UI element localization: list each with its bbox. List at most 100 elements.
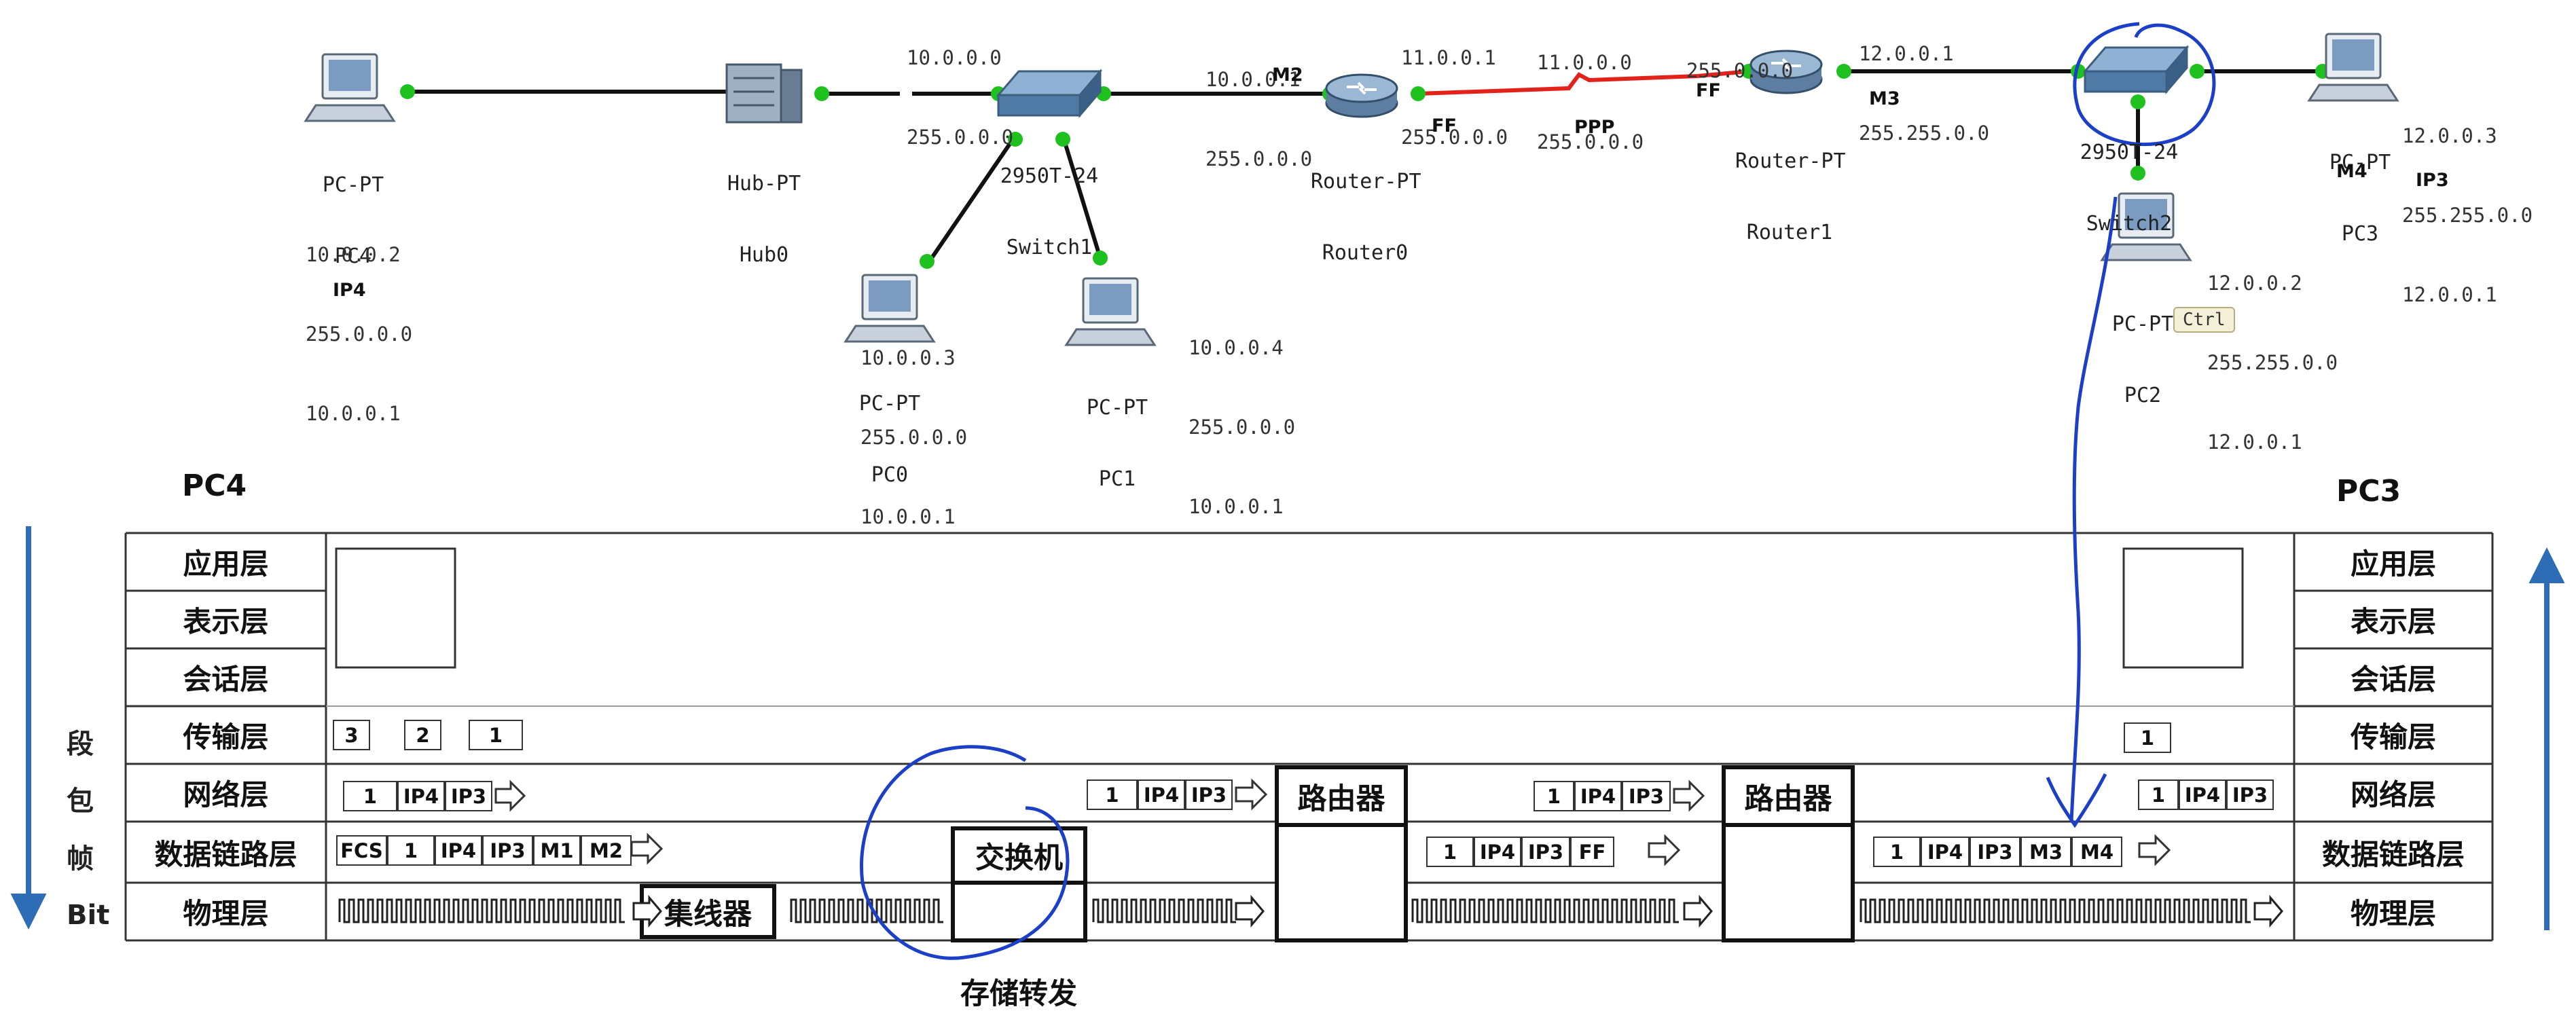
pc0-mask: 255.0.0.0	[860, 426, 968, 449]
pc3-type: PC-PT	[2329, 151, 2391, 175]
pc1-type: PC-PT	[1086, 396, 1148, 420]
segment-2: 2	[404, 720, 441, 750]
packet-field: IP3	[1185, 779, 1233, 810]
layer-transport-right: 传输层	[2350, 720, 2436, 754]
net-top-ip: 10.0.0.0	[907, 46, 1002, 69]
frame-field: FF	[1570, 837, 1614, 867]
packet-field: IP3	[2226, 779, 2274, 810]
packet-field: IP4	[397, 781, 445, 811]
pdu-unit-frame: 帧	[67, 843, 94, 875]
pc3-address: 12.0.0.3 255.255.0.0 12.0.0.1	[2402, 70, 2533, 335]
m4-tag: M4	[2336, 161, 2368, 182]
layer-transport-left: 传输层	[183, 720, 269, 754]
packet-field: IP4	[1574, 781, 1622, 811]
pc4-name: PC4	[334, 244, 372, 268]
switch1-label: 2950T-24 Switch1	[992, 117, 1107, 283]
pc2-address: 12.0.0.2 255.255.0.0 12.0.0.1	[2207, 217, 2338, 482]
pc2-label: PC-PT PC2	[2088, 265, 2197, 431]
pc3-gateway: 12.0.0.1	[2402, 283, 2497, 306]
router0-label: Router-PT Router0	[1311, 122, 1421, 289]
pc4-mask: 255.0.0.0	[306, 323, 413, 346]
net-top-mask: 255.0.0.0	[907, 126, 1014, 149]
stack-table-grid	[124, 532, 2494, 942]
hub0-label: Hub-PT Hub0	[710, 124, 818, 291]
packet-field: 1	[2138, 779, 2179, 810]
router0-left-mask: 255.0.0.0	[1205, 147, 1313, 170]
pc4-type: PC-PT	[322, 173, 384, 197]
application-blocks	[335, 547, 2244, 669]
hub0-type: Hub-PT	[727, 172, 801, 196]
router0-left-address: 10.0.0.1 255.0.0.0	[1205, 14, 1312, 199]
pc4-gateway: 10.0.0.1	[306, 402, 401, 425]
layer-network-left: 网络层	[183, 778, 269, 811]
segment-1: 1	[469, 720, 523, 750]
ink-arrowhead	[2046, 773, 2107, 828]
pc0-ip: 10.0.0.3	[860, 346, 956, 369]
ink-annotations	[860, 22, 2216, 960]
m2-tag: M2	[1272, 65, 1303, 86]
ff-tag-router0: FF	[1432, 115, 1457, 136]
pc3-mask: 255.255.0.0	[2402, 204, 2533, 227]
ip4-tag: IP4	[333, 280, 366, 301]
switch-box-label: 交换机	[975, 841, 1063, 875]
left-host-title: PC4	[182, 469, 247, 503]
router1-type: Router-PT	[1735, 149, 1846, 173]
bit-stream	[338, 898, 625, 923]
hub-icon[interactable]	[725, 63, 803, 124]
router0-name: Router0	[1322, 241, 1409, 265]
router0-box-label: 路由器	[1297, 782, 1385, 816]
pc1-ip: 10.0.0.4	[1189, 336, 1284, 359]
wan-mask: 255.0.0.0	[1537, 130, 1644, 153]
right-host-title: PC3	[2336, 474, 2401, 509]
switch-icon[interactable]	[996, 68, 1103, 119]
pc0-gateway: 10.0.0.1	[860, 505, 956, 528]
ink-path	[2069, 196, 2118, 822]
hub-box-label: 集线器	[664, 897, 752, 932]
packet-field: 1	[1087, 779, 1138, 810]
switch-icon[interactable]	[2082, 44, 2190, 95]
layer-physical-left: 物理层	[183, 897, 269, 930]
router-icon[interactable]	[1749, 50, 1823, 94]
pc0-label: PC-PT PC0	[835, 344, 944, 511]
bit-streams	[338, 898, 2251, 923]
frame-field: 1	[387, 835, 435, 866]
frame-field: IP4	[1474, 837, 1521, 867]
layer-presentation-right: 表示层	[2350, 605, 2436, 638]
pc2-gateway: 12.0.0.1	[2207, 430, 2302, 454]
frame-field: M2	[581, 835, 632, 866]
pc3-label: PC-PT PC3	[2306, 103, 2414, 270]
bit-stream-arrows	[632, 894, 2283, 928]
pc2-icon[interactable]	[2100, 192, 2192, 261]
layer-datalink-right: 数据链路层	[2321, 837, 2465, 871]
layer-session-left: 会话层	[183, 663, 269, 696]
pc1-name: PC1	[1098, 467, 1136, 491]
pc2-ip: 12.0.0.2	[2207, 272, 2302, 295]
pc4-ip: 10.0.0.2	[306, 243, 401, 266]
frame-field: 1	[1426, 837, 1474, 867]
pc2-name: PC2	[2124, 384, 2162, 407]
router-icon[interactable]	[1325, 73, 1398, 118]
pdu-arrows	[494, 778, 2171, 866]
bit-stream	[1411, 898, 1679, 923]
router1-name: Router1	[1746, 221, 1833, 244]
router0-type: Router-PT	[1311, 170, 1421, 194]
layer-network-right: 网络层	[2350, 778, 2436, 811]
pc0-icon[interactable]	[843, 274, 936, 343]
layer-presentation-left: 表示层	[183, 605, 269, 638]
switch1-type: 2950T-24	[1000, 164, 1099, 188]
frame-field: IP4	[435, 835, 482, 866]
packet-field: IP3	[445, 781, 492, 811]
ctrl-tooltip: Ctrl	[2173, 307, 2235, 333]
pc3-icon[interactable]	[2307, 33, 2399, 102]
pc1-icon[interactable]	[1064, 277, 1157, 346]
pc4-icon[interactable]	[304, 53, 396, 122]
switch2-circle	[2073, 22, 2216, 147]
pc2-mask: 255.255.0.0	[2207, 351, 2338, 374]
router0-right-mask: 255.0.0.0	[1401, 126, 1508, 149]
router0-right-ip: 11.0.0.1	[1401, 46, 1496, 69]
segment-right-1: 1	[2124, 722, 2171, 753]
router0-right-address: 11.0.0.1 255.0.0.0	[1401, 0, 1508, 177]
ff-tag-router1: FF	[1696, 80, 1721, 101]
layer-datalink-left: 数据链路层	[154, 837, 297, 871]
